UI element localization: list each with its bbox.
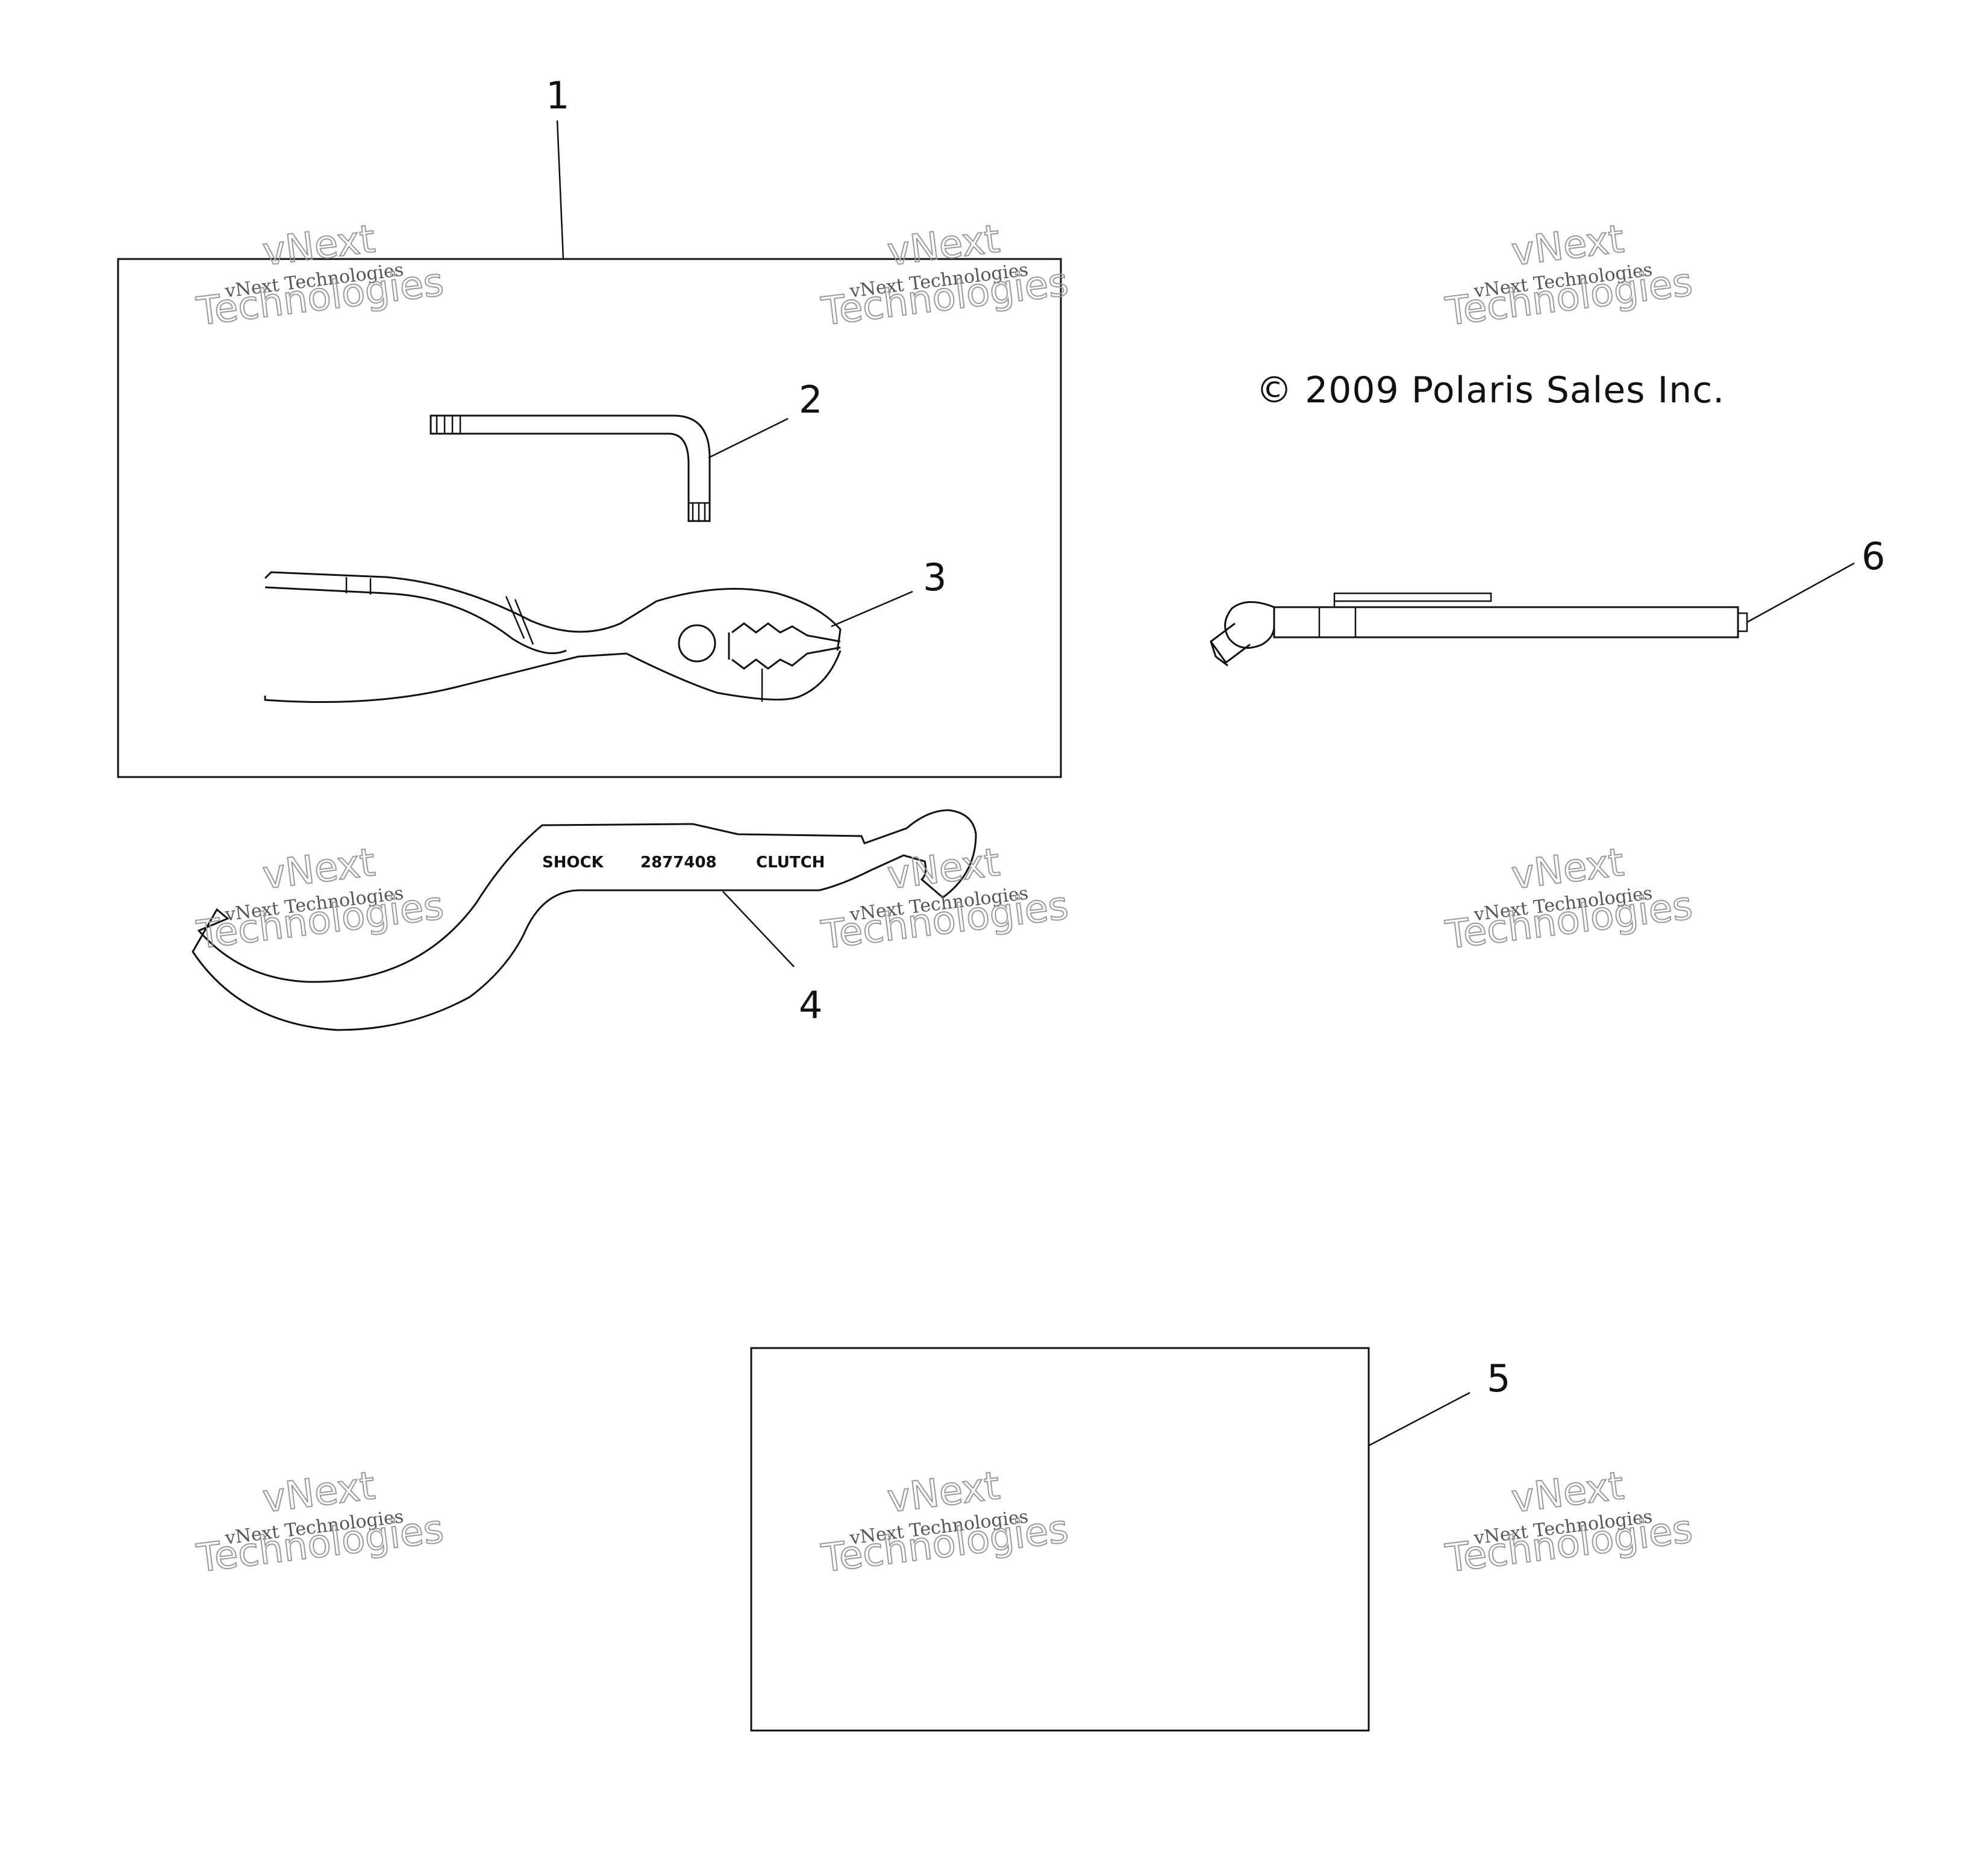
watermark: vNext vNext Technologies Technologies bbox=[193, 1463, 446, 1582]
hex-key-outline bbox=[430, 414, 711, 522]
watermark: vNext vNext Technologies Technologies bbox=[1442, 1463, 1695, 1582]
callout-number-3: 3 bbox=[923, 555, 946, 599]
pliers-handle-inner bbox=[345, 577, 534, 645]
callout-leader-5 bbox=[1368, 1391, 1471, 1447]
tire-gauge-clip bbox=[1333, 592, 1492, 602]
pliers-upper-handle bbox=[264, 571, 842, 651]
copyright-text: © 2009 Polaris Sales Inc. bbox=[1256, 369, 1725, 411]
wrench-label-shock: SHOCK bbox=[542, 854, 604, 872]
watermark: vNext vNext Technologies Technologies bbox=[1442, 216, 1695, 335]
tire-gauge-body bbox=[1273, 606, 1739, 638]
tire-gauge-drawing: 6 bbox=[1209, 534, 1885, 667]
callout-leader-1 bbox=[556, 120, 564, 260]
callout-leader-6 bbox=[1746, 562, 1855, 623]
pliers-lower-handle bbox=[264, 586, 627, 704]
callout-number-4: 4 bbox=[799, 983, 822, 1027]
callout-leader-2 bbox=[708, 417, 789, 459]
tire-gauge-chuck bbox=[1209, 622, 1251, 667]
spanner-wrench-drawing: SHOCK 2877408 CLUTCH 4 bbox=[192, 809, 977, 1031]
callout-number-6: 6 bbox=[1861, 534, 1885, 578]
pliers-pivot bbox=[678, 624, 716, 663]
callout-leader-3 bbox=[831, 590, 913, 628]
wrench-label-clutch: CLUTCH bbox=[756, 854, 825, 872]
watermark: vNext vNext Technologies Technologies bbox=[818, 216, 1071, 335]
tire-gauge-sleeve bbox=[1318, 606, 1357, 638]
hex-key-grip-lines bbox=[436, 416, 710, 521]
pliers-drawing: 3 bbox=[264, 555, 946, 704]
pliers-jaw bbox=[626, 650, 842, 701]
hex-key-drawing: 2 bbox=[430, 378, 822, 522]
tool-kit-box bbox=[117, 258, 1062, 778]
watermark: vNext vNext Technologies Technologies bbox=[818, 1463, 1071, 1582]
owners-manual-box bbox=[750, 1347, 1370, 1732]
pliers-teeth bbox=[728, 622, 841, 670]
spanner-wrench-outline bbox=[192, 809, 977, 1031]
tire-gauge-end-cap bbox=[1737, 612, 1748, 632]
owners-manual-group: 5 bbox=[750, 1347, 1510, 1732]
watermark: vNext vNext Technologies Technologies bbox=[1442, 840, 1695, 958]
watermark: vNext vNext Technologies Technologies bbox=[818, 840, 1071, 958]
callout-number-5: 5 bbox=[1487, 1356, 1510, 1400]
tool-kit-group: 1 bbox=[117, 73, 1062, 778]
watermark-grid: vNext vNext Technologies Technologies vN… bbox=[193, 216, 1695, 1582]
watermark: vNext vNext Technologies Technologies bbox=[193, 840, 446, 958]
watermark: vNext vNext Technologies Technologies bbox=[193, 216, 446, 335]
tire-gauge-head bbox=[1224, 601, 1275, 649]
callout-number-1: 1 bbox=[546, 73, 569, 117]
callout-leader-4 bbox=[722, 891, 795, 967]
wrench-label-part-number: 2877408 bbox=[640, 854, 717, 872]
callout-number-2: 2 bbox=[799, 378, 822, 422]
